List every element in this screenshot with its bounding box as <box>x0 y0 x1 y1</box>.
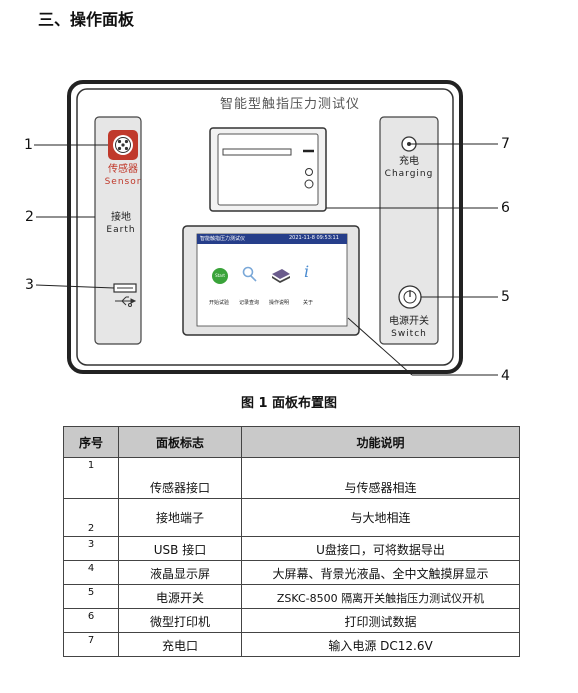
callout-5: 5 <box>501 289 510 305</box>
cell-function: 输入电源 DC12.6V <box>241 632 520 657</box>
panel-inner-frame <box>76 88 454 366</box>
switch-label-cn: 电源开关 <box>389 316 429 327</box>
cell-index: 6 <box>63 608 119 633</box>
charging-label-cn: 充电 <box>399 156 419 167</box>
table-row: 2 接地端子 与大地相连 <box>63 498 520 537</box>
earth-label-en: Earth <box>106 225 136 235</box>
cell-index: 2 <box>63 498 119 537</box>
panel-diagram <box>34 80 498 376</box>
cell-index: 5 <box>63 584 119 609</box>
cell-label: 微型打印机 <box>118 608 242 633</box>
table-row: 1 传感器接口 与传感器相连 <box>63 457 520 499</box>
cell-function: U盘接口，可将数据导出 <box>241 536 520 561</box>
table-row: 5 电源开关 ZSKC-8500 隔离开关触指压力测试仪开机 <box>63 584 520 609</box>
screen-button-records: 记录查询 <box>239 300 260 306</box>
cell-label: 接地端子 <box>118 498 242 537</box>
search-icon <box>242 266 257 282</box>
callout-7: 7 <box>501 136 510 152</box>
switch-label-en: Switch <box>391 329 427 339</box>
callout-3: 3 <box>25 277 34 293</box>
screen-titlebar: 智能触指压力测试仪 2021-11-8 09:53:11 <box>197 234 347 244</box>
header-label: 面板标志 <box>118 426 242 458</box>
cell-index: 1 <box>63 457 119 499</box>
table-header-row: 序号 面板标志 功能说明 <box>63 426 520 458</box>
panel-function-table: 序号 面板标志 功能说明 1 传感器接口 与传感器相连 2 接地端子 与大地相连… <box>63 426 520 657</box>
callout-6: 6 <box>501 200 510 216</box>
callout-lines <box>34 143 498 376</box>
cell-function: 大屏幕、背景光液晶、全中文触摸屏显示 <box>241 560 520 585</box>
table-row: 7 充电口 输入电源 DC12.6V <box>63 632 520 657</box>
sensor-label-cn: 传感器 <box>108 164 138 175</box>
cell-label: 传感器接口 <box>118 457 242 499</box>
cell-function: 与传感器相连 <box>241 457 520 499</box>
cell-function: ZSKC-8500 隔离开关触指压力测试仪开机 <box>241 584 520 609</box>
callout-4: 4 <box>501 368 510 384</box>
screen-status: 2021-11-8 09:53:11 <box>289 235 339 241</box>
callout-1: 1 <box>24 137 33 153</box>
cell-index: 4 <box>63 560 119 585</box>
book-icon <box>272 269 290 279</box>
start-icon <box>212 268 228 284</box>
right-strip <box>379 116 439 345</box>
sensor-label-en: Sensor <box>104 177 142 187</box>
figure-caption: 图 1 面板布置图 <box>240 396 338 411</box>
screen-button-start: 开始试验 <box>209 300 230 306</box>
cell-function: 与大地相连 <box>241 498 520 537</box>
charging-label-en: Charging <box>384 169 434 179</box>
printer-paper-slot <box>222 148 292 156</box>
table-row: 3 USB 接口 U盘接口，可将数据导出 <box>63 536 520 561</box>
header-index: 序号 <box>63 426 119 458</box>
table-row: 4 液晶显示屏 大屏幕、背景光液晶、全中文触摸屏显示 <box>63 560 520 585</box>
cell-index: 7 <box>63 632 119 657</box>
screen-button-about: 关于 <box>303 300 314 306</box>
section-heading: 三、操作面板 <box>38 10 135 29</box>
info-icon: i <box>304 262 310 281</box>
callout-2: 2 <box>25 209 34 225</box>
cell-label: 电源开关 <box>118 584 242 609</box>
device-title: 智能型触指压力测试仪 <box>219 97 360 112</box>
start-icon-text: Start <box>215 273 225 278</box>
cell-label: 充电口 <box>118 632 242 657</box>
usb-icon <box>115 296 137 307</box>
header-function: 功能说明 <box>241 426 520 458</box>
cell-function: 打印测试数据 <box>241 608 520 633</box>
cell-label: USB 接口 <box>118 536 242 561</box>
screen-title: 智能触指压力测试仪 <box>200 236 246 242</box>
cell-index: 3 <box>63 536 119 561</box>
earth-label-cn: 接地 <box>111 212 131 223</box>
cell-label: 液晶显示屏 <box>118 560 242 585</box>
table-row: 6 微型打印机 打印测试数据 <box>63 608 520 633</box>
lcd-screen <box>196 233 348 327</box>
screen-button-manual: 操作说明 <box>269 300 290 306</box>
